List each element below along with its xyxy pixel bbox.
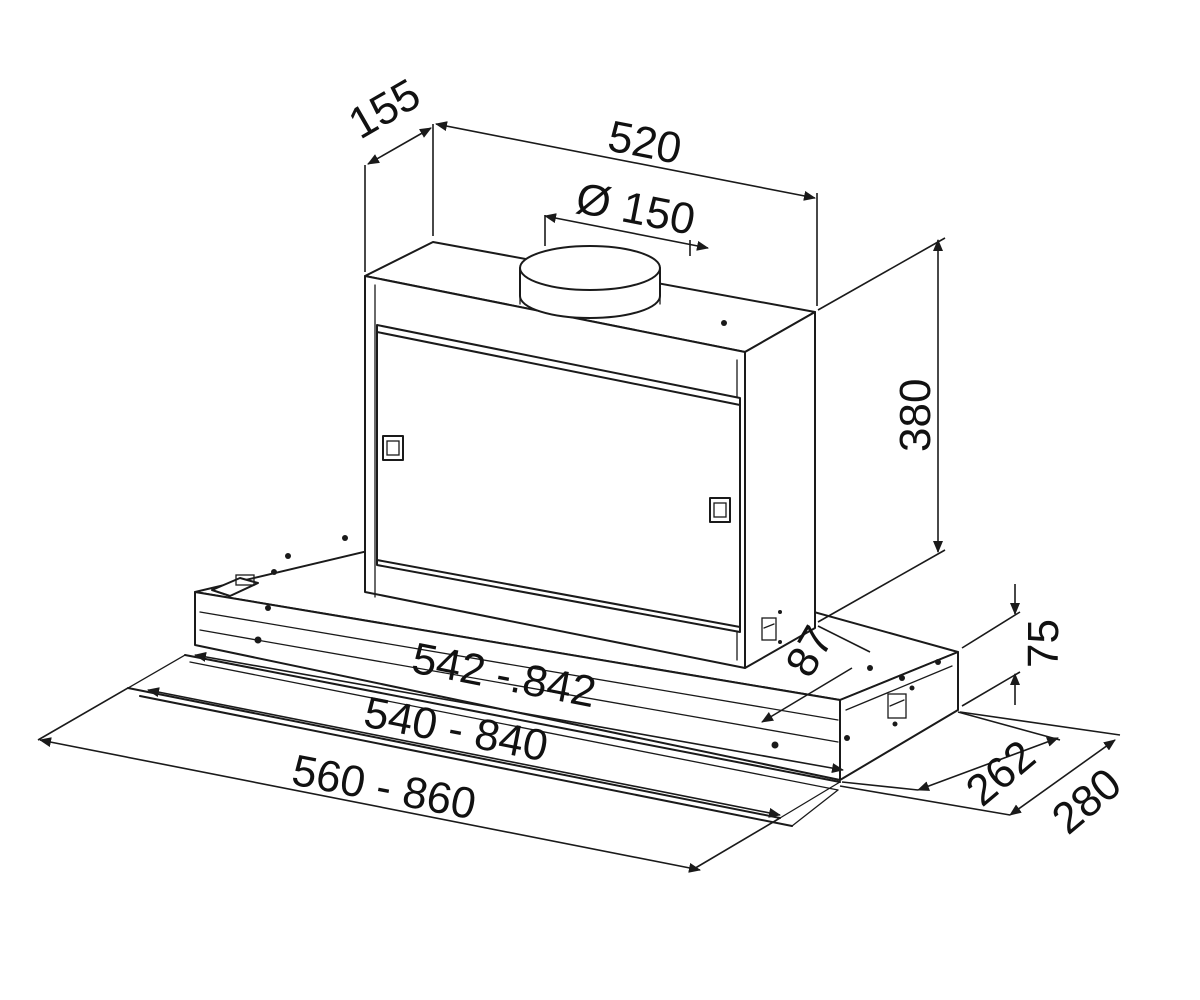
outlet-collar <box>519 245 661 319</box>
dim-560-line <box>39 737 701 873</box>
right-clip <box>709 497 731 523</box>
dim-520-line <box>435 121 816 201</box>
duct-front-panel <box>376 324 741 633</box>
lower-bracket <box>761 610 782 644</box>
side-bracket <box>887 685 915 727</box>
dim-155-line <box>367 127 432 165</box>
duct-right-face <box>744 311 816 669</box>
dim-280-line <box>1009 739 1116 816</box>
label-75: 75 <box>1019 619 1068 668</box>
label-280: 280 <box>1043 759 1131 844</box>
dimension-lines <box>37 121 1121 873</box>
dim-150-line <box>544 213 709 251</box>
label-150: Ø 150 <box>572 174 699 245</box>
label-520: 520 <box>604 112 685 174</box>
duct-cover-box <box>364 241 816 669</box>
hood-left-cutout <box>211 577 259 597</box>
left-clip <box>382 435 404 461</box>
label-380: 380 <box>891 379 940 452</box>
label-262: 262 <box>957 731 1045 816</box>
